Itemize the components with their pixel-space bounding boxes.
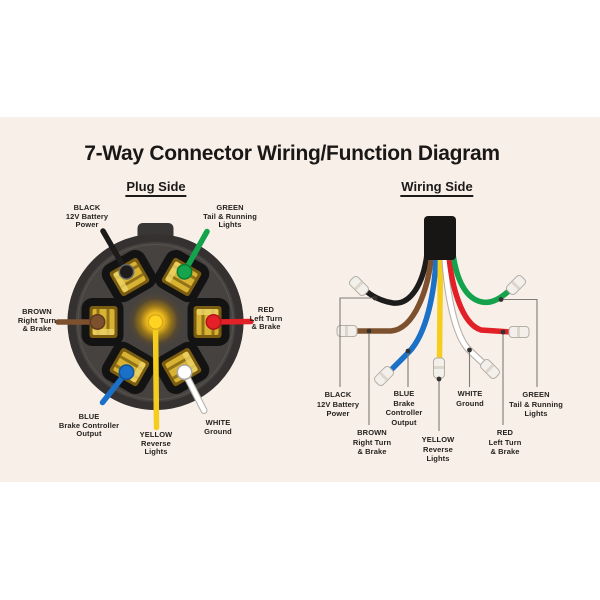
plug-side-heading: Plug Side xyxy=(125,179,187,197)
plug-wire-yellow xyxy=(152,320,160,431)
callout-dots xyxy=(366,295,506,382)
plug-label-red: RED Left Turn & Brake xyxy=(249,305,283,331)
wiring-side-heading: Wiring Side xyxy=(400,179,474,197)
wiring-wire-black xyxy=(363,247,431,306)
plug-label-white: WHITE Ground xyxy=(204,418,232,436)
wiring-label-black: BLACK 12V Battery Power xyxy=(316,390,360,418)
plug-terminal-dots xyxy=(89,263,222,381)
wiring-wire-brown xyxy=(353,247,435,334)
wiring-wire-red xyxy=(445,247,514,335)
wiring-label-brown: BROWN Right Turn & Brake xyxy=(352,428,392,456)
cable-jacket xyxy=(424,216,456,260)
wiring-label-green: GREEN Tail & Running Lights xyxy=(509,390,563,418)
callout-lines xyxy=(339,297,538,431)
plug-label-brown: BROWN Right Turn & Brake xyxy=(17,307,57,333)
plug-label-blue: BLUE Brake Controller Output xyxy=(58,412,120,438)
plug-label-black: BLACK 12V Battery Power xyxy=(65,203,109,229)
plug-label-green: GREEN Tail & Running Lights xyxy=(203,203,257,229)
page-title: 7-Way Connector Wiring/Function Diagram xyxy=(84,142,500,165)
wire-ferrules xyxy=(336,274,530,387)
wiring-label-white: WHITE Ground xyxy=(456,389,484,408)
wiring-label-yellow: YELLOW Reverse Lights xyxy=(421,435,455,463)
wiring-wire-yellow xyxy=(436,247,444,361)
plug-label-yellow: YELLOW Reverse Lights xyxy=(139,430,173,456)
wiring-label-red: RED Left Turn & Brake xyxy=(488,428,522,456)
wiring-wires xyxy=(353,246,514,374)
wiring-wire-green xyxy=(449,247,513,306)
wiring-wire-blue xyxy=(387,247,440,374)
wiring-label-blue: BLUE Brake Controller Output xyxy=(385,389,423,427)
